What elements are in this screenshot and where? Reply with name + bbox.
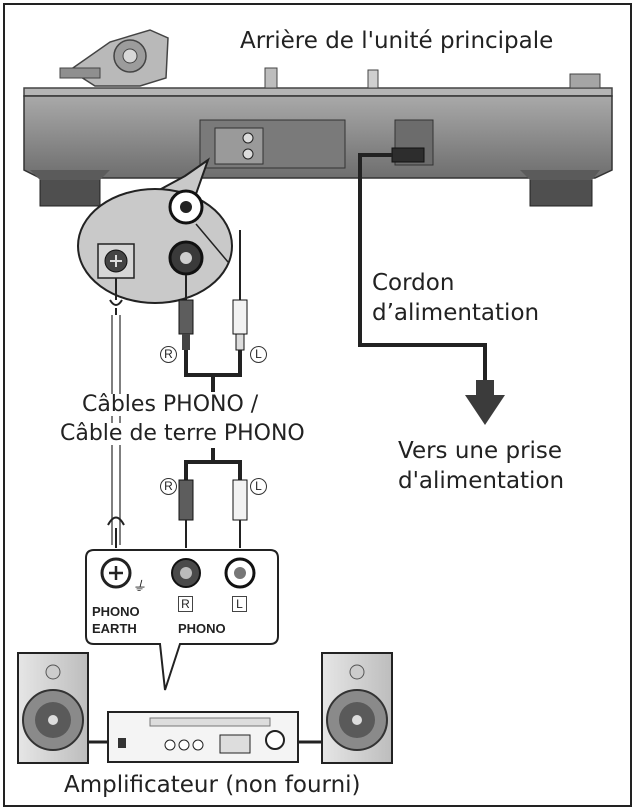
jack-callout — [77, 157, 233, 304]
left-channel-mark-lower: L — [250, 478, 267, 495]
phono-earth-label-line2: EARTH — [92, 621, 137, 636]
left-speaker — [17, 652, 89, 764]
right-speaker — [321, 652, 393, 764]
main-unit-rear-label: Arrière de l'unité principale — [240, 28, 554, 54]
power-cord-label-line2: d’alimentation — [372, 300, 540, 326]
power-cord — [358, 147, 505, 425]
amplifier-label: Amplificateur (non fourni) — [64, 772, 361, 798]
diagram-frame — [3, 3, 632, 807]
turntable-unit — [23, 29, 613, 207]
lower-phono-cables — [107, 448, 248, 548]
power-cord-label-line1: Cordon — [372, 270, 455, 296]
right-channel-mark-lower: R — [160, 478, 177, 495]
earth-symbol-icon: ⏚ — [132, 579, 146, 595]
outlet-label-line2: d'alimentation — [398, 468, 565, 494]
phono-earth-label-line1: PHONO — [92, 604, 140, 619]
amp-terminal-panel — [85, 549, 279, 691]
upper-phono-cables — [109, 230, 248, 545]
arrow-down-icon — [465, 395, 505, 425]
left-tag: L — [232, 596, 247, 612]
phono-cables-label-line2: Câble de terre PHONO — [58, 421, 307, 446]
phono-cables-label-line1: Câbles PHONO / — [80, 392, 261, 417]
outlet-label-line1: Vers une prise — [398, 438, 563, 464]
right-tag: R — [178, 596, 193, 612]
phono-label: PHONO — [178, 621, 226, 636]
amplifier-unit — [88, 711, 325, 763]
right-channel-mark-upper: R — [160, 346, 177, 363]
left-channel-mark-upper: L — [250, 346, 267, 363]
